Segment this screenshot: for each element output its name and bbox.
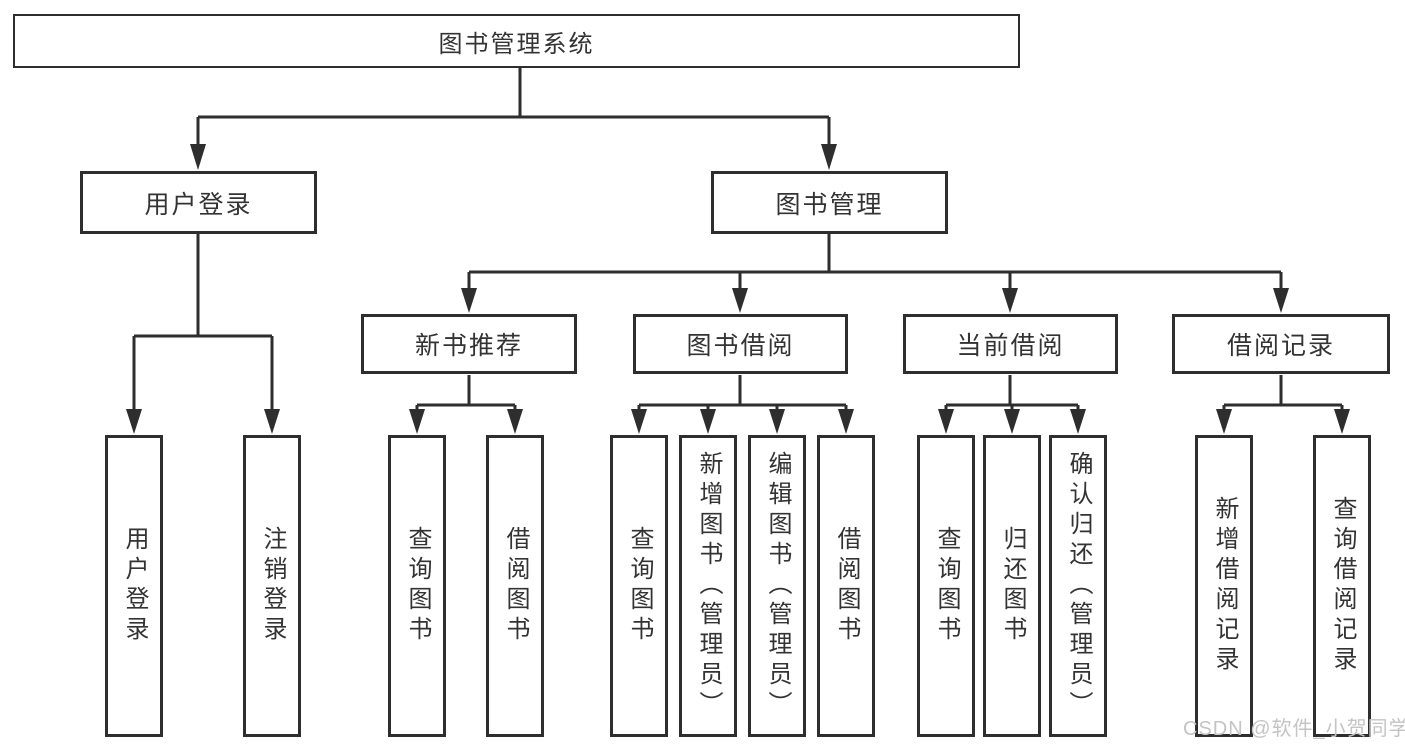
- leaf-query-books-2: 查询图书: [610, 435, 668, 737]
- connector-book-borrow: [631, 375, 854, 434]
- leaf-query-borrow-record-label: 查询借阅记录: [1329, 496, 1356, 676]
- leaf-query-books-1: 查询图书: [388, 435, 446, 737]
- connector-user-login: [126, 234, 280, 434]
- leaf-borrow-books-2: 借阅图书: [817, 435, 875, 737]
- leaf-confirm-return-admin-label: 确认归还（管理员）: [1065, 451, 1092, 721]
- leaf-add-borrow-record: 新增借阅记录: [1195, 435, 1253, 737]
- node-book-borrow-label: 图书借阅: [686, 332, 795, 360]
- leaf-return-books-label: 归还图书: [999, 526, 1026, 646]
- node-user-login: 用户登录: [80, 171, 317, 234]
- leaf-edit-books-admin-label: 编辑图书（管理员）: [764, 451, 791, 721]
- leaf-query-books-2-label: 查询图书: [626, 526, 653, 646]
- connector-borrow-record: [1216, 375, 1350, 434]
- leaf-query-books-3: 查询图书: [917, 435, 975, 737]
- node-current-borrow: 当前借阅: [903, 314, 1118, 374]
- leaf-user-login-label: 用户登录: [121, 526, 148, 646]
- connector-root: [190, 68, 837, 170]
- node-root-system: 图书管理系统: [13, 14, 1020, 68]
- node-borrow-record-label: 借阅记录: [1226, 332, 1335, 360]
- node-book-management-label: 图书管理: [775, 190, 884, 219]
- node-root-label: 图书管理系统: [438, 30, 595, 58]
- leaf-borrow-books-2-label: 借阅图书: [833, 526, 860, 646]
- leaf-query-borrow-record: 查询借阅记录: [1313, 435, 1371, 737]
- connector-new-book-recommend: [409, 375, 523, 434]
- leaf-user-login: 用户登录: [105, 435, 163, 737]
- node-borrow-record: 借阅记录: [1172, 314, 1390, 374]
- leaf-borrow-books-1-label: 借阅图书: [502, 526, 529, 646]
- leaf-query-books-1-label: 查询图书: [404, 526, 431, 646]
- connector-current-borrow: [938, 375, 1086, 434]
- leaf-edit-books-admin: 编辑图书（管理员）: [748, 435, 806, 737]
- node-book-borrow: 图书借阅: [633, 314, 848, 374]
- leaf-logout: 注销登录: [243, 435, 301, 737]
- connector-book-management: [461, 234, 1289, 313]
- leaf-query-books-3-label: 查询图书: [933, 526, 960, 646]
- leaf-logout-label: 注销登录: [259, 526, 286, 646]
- leaf-return-books: 归还图书: [983, 435, 1041, 737]
- leaf-add-borrow-record-label: 新增借阅记录: [1211, 496, 1238, 676]
- csdn-watermark: CSDN @软件_小贺同学: [1183, 718, 1405, 740]
- node-book-management: 图书管理: [711, 171, 948, 234]
- node-current-borrow-label: 当前借阅: [956, 332, 1065, 360]
- leaf-confirm-return-admin: 确认归还（管理员）: [1049, 435, 1107, 737]
- node-user-login-label: 用户登录: [144, 190, 253, 219]
- leaf-borrow-books-1: 借阅图书: [486, 435, 544, 737]
- leaf-add-books-admin: 新增图书（管理员）: [679, 435, 737, 737]
- node-new-book-recommend-label: 新书推荐: [414, 332, 523, 360]
- leaf-add-books-admin-label: 新增图书（管理员）: [695, 451, 722, 721]
- node-new-book-recommend: 新书推荐: [361, 314, 577, 374]
